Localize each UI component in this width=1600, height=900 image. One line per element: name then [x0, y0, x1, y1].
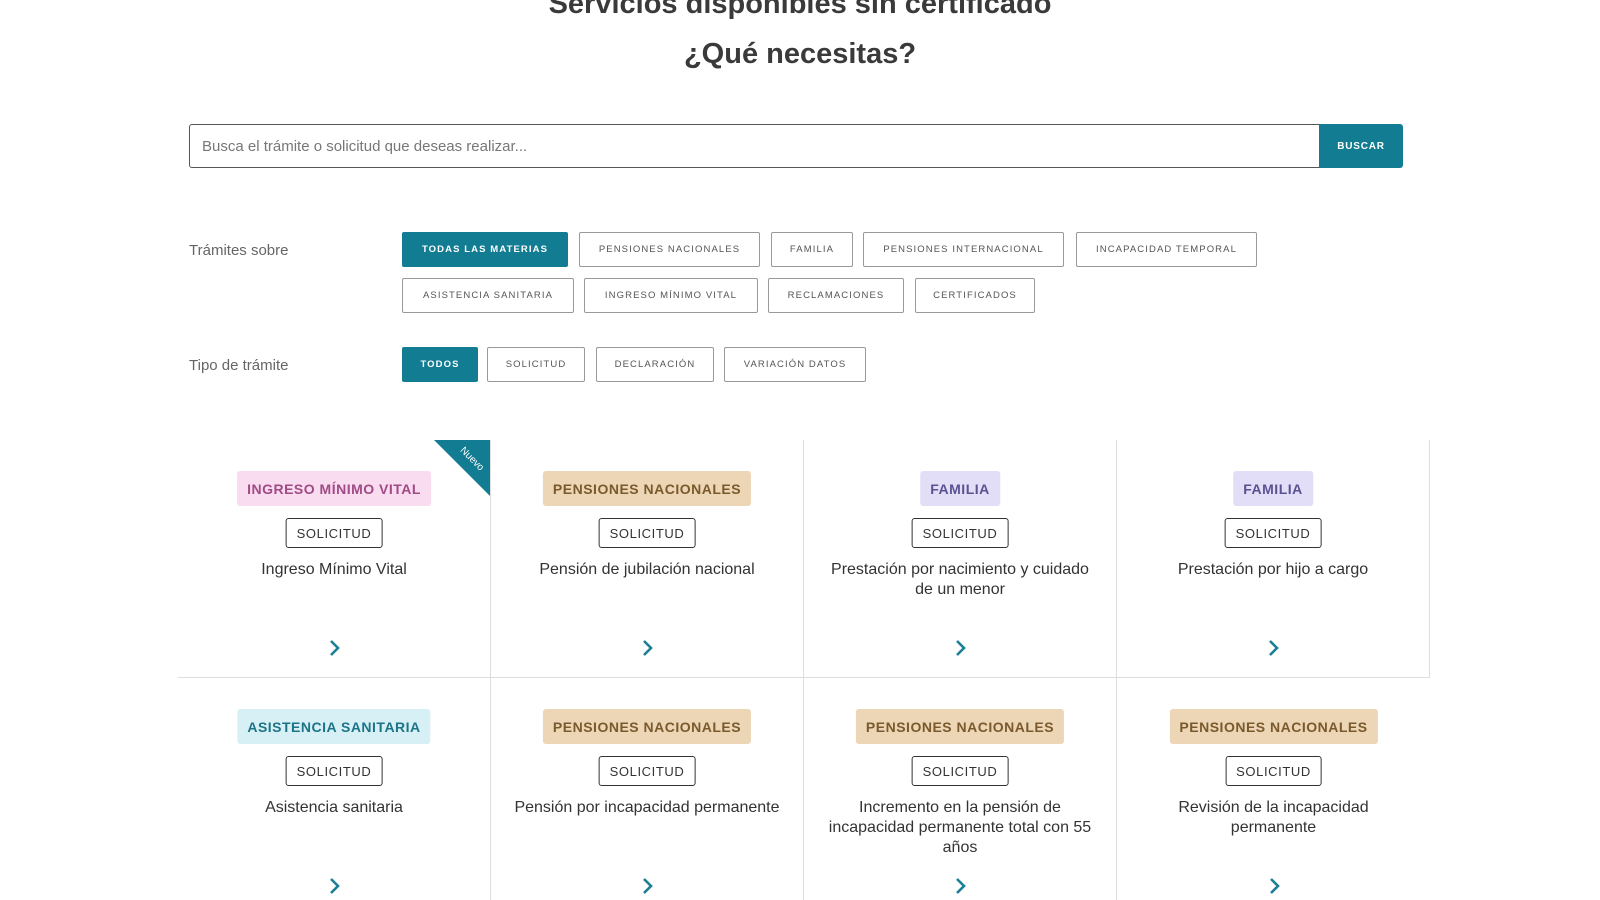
new-ribbon: Nuevo	[434, 440, 490, 496]
filter-materia-asistencia-sanitaria[interactable]: ASISTENCIA SANITARIA	[402, 278, 574, 313]
card-category-badge: PENSIONES NACIONALES	[855, 709, 1065, 744]
chevron-right-icon[interactable]	[324, 638, 344, 658]
filter-materia-incapacidad-temporal[interactable]: INCAPACIDAD TEMPORAL	[1076, 232, 1257, 267]
card-category-badge: INGRESO MÍNIMO VITAL	[237, 471, 431, 506]
card-category-badge: PENSIONES NACIONALES	[542, 471, 752, 506]
card-category-badge: FAMILIA	[1233, 471, 1313, 506]
service-card[interactable]: FAMILIA SOLICITUD Prestación por nacimie…	[804, 440, 1117, 678]
card-type-badge: SOLICITUD	[1224, 518, 1322, 548]
service-card[interactable]: INGRESO MÍNIMO VITAL SOLICITUD Ingreso M…	[178, 440, 491, 678]
search-button[interactable]: BUSCAR	[1319, 124, 1403, 168]
chevron-right-icon[interactable]	[950, 876, 970, 896]
card-type-badge: SOLICITUD	[285, 518, 383, 548]
filter-tipo-todos[interactable]: TODOS	[402, 347, 478, 382]
card-type-badge: SOLICITUD	[911, 756, 1009, 786]
chevron-right-icon[interactable]	[637, 876, 657, 896]
chevron-right-icon[interactable]	[324, 876, 344, 896]
service-card[interactable]: PENSIONES NACIONALES SOLICITUD Increment…	[804, 678, 1117, 900]
tipo-filter-label: Tipo de trámite	[189, 357, 289, 374]
card-type-badge: SOLICITUD	[1225, 756, 1322, 786]
service-card[interactable]: ASISTENCIA SANITARIA SOLICITUD Asistenci…	[178, 678, 491, 900]
card-title: Incremento en la pensión de incapacidad …	[828, 799, 1092, 856]
filter-materia-pensiones-internacional[interactable]: PENSIONES INTERNACIONAL	[863, 232, 1064, 267]
chevron-right-icon[interactable]	[1263, 638, 1283, 658]
filter-materia-todas[interactable]: TODAS LAS MATERIAS	[402, 232, 568, 267]
card-title: Asistencia sanitaria	[265, 799, 403, 816]
materias-filter-label: Trámites sobre	[189, 242, 289, 259]
filter-materia-familia[interactable]: FAMILIA	[771, 232, 853, 267]
filter-materia-reclamaciones[interactable]: RECLAMACIONES	[768, 278, 904, 313]
card-type-badge: SOLICITUD	[598, 756, 696, 786]
filter-tipo-solicitud[interactable]: SOLICITUD	[487, 347, 585, 382]
chevron-right-icon[interactable]	[1264, 876, 1284, 896]
filter-materia-ingreso-minimo-vital[interactable]: INGRESO MÍNIMO VITAL	[584, 278, 758, 313]
card-category-badge: ASISTENCIA SANITARIA	[237, 709, 431, 744]
page-title: Servicios disponibles sin certificado	[548, 0, 1052, 20]
filter-materia-pensiones-nacionales[interactable]: PENSIONES NACIONALES	[579, 232, 760, 267]
chevron-right-icon[interactable]	[950, 638, 970, 658]
page-subtitle: ¿Qué necesitas?	[683, 38, 917, 70]
card-type-badge: SOLICITUD	[285, 756, 383, 786]
service-card[interactable]: PENSIONES NACIONALES SOLICITUD Pensión d…	[491, 440, 804, 678]
card-title: Revisión de la incapacidad permanente	[1178, 799, 1369, 836]
filter-tipo-declaracion[interactable]: DECLARACIÓN	[596, 347, 714, 382]
card-type-badge: SOLICITUD	[598, 518, 696, 548]
card-category-badge: PENSIONES NACIONALES	[1169, 709, 1378, 744]
card-title: Prestación por hijo a cargo	[1177, 561, 1369, 578]
service-card[interactable]: FAMILIA SOLICITUD Prestación por hijo a …	[1117, 440, 1430, 678]
service-card[interactable]: PENSIONES NACIONALES SOLICITUD Pensión p…	[491, 678, 804, 900]
card-category-badge: PENSIONES NACIONALES	[542, 709, 752, 744]
card-title: Pensión por incapacidad permanente	[514, 799, 780, 816]
service-card[interactable]: PENSIONES NACIONALES SOLICITUD Revisión …	[1117, 678, 1430, 900]
search-input[interactable]	[189, 124, 1319, 168]
card-category-badge: FAMILIA	[920, 471, 1000, 506]
card-type-badge: SOLICITUD	[911, 518, 1009, 548]
filter-tipo-variacion-datos[interactable]: VARIACIÓN DATOS	[724, 347, 866, 382]
filter-materia-certificados[interactable]: CERTIFICADOS	[915, 278, 1035, 313]
card-title: Pensión de jubilación nacional	[539, 561, 755, 578]
card-title: Ingreso Mínimo Vital	[261, 561, 407, 578]
chevron-right-icon[interactable]	[637, 638, 657, 658]
search-bar: BUSCAR	[189, 124, 1403, 168]
card-title: Prestación por nacimiento y cuidado de u…	[831, 561, 1089, 598]
